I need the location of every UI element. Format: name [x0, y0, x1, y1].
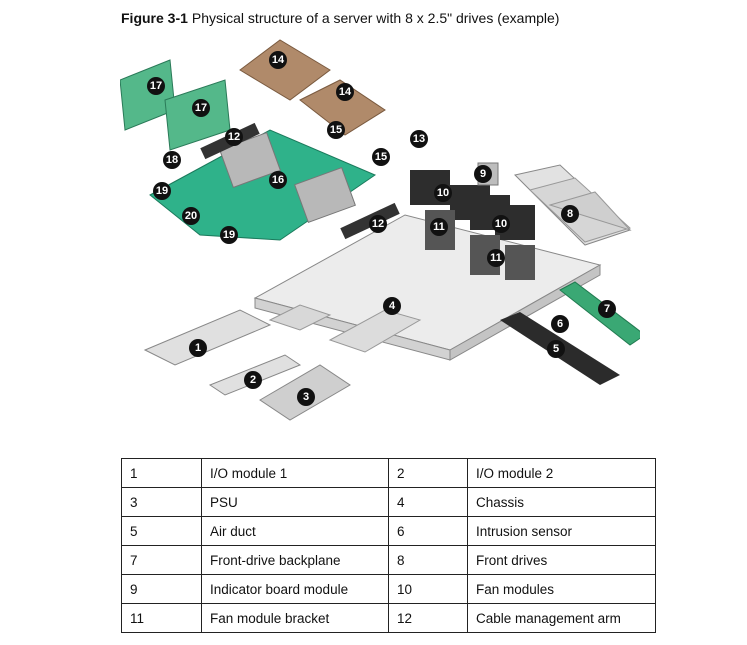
legend-component: Cable management arm	[467, 603, 656, 633]
callout-14a: 14	[269, 51, 287, 69]
callout-11a: 11	[430, 218, 448, 236]
svg-text:2: 2	[250, 374, 256, 386]
callout-16: 16	[269, 171, 287, 189]
callout-2: 2	[244, 371, 262, 389]
svg-text:12: 12	[372, 218, 384, 230]
dimm-illustration	[120, 59, 231, 151]
callout-15a: 15	[327, 121, 345, 139]
svg-text:14: 14	[339, 86, 352, 98]
legend-number: 7	[121, 545, 202, 575]
svg-text:17: 17	[195, 102, 207, 114]
figure-label: Figure 3-1	[121, 10, 188, 26]
legend-number: 4	[388, 487, 468, 517]
svg-text:11: 11	[490, 252, 502, 264]
legend-component: Indicator board module	[201, 574, 389, 604]
callout-17b: 17	[192, 99, 210, 117]
svg-text:7: 7	[604, 303, 610, 315]
legend-component: Fan module bracket	[201, 603, 389, 633]
legend-number: 1	[121, 458, 202, 488]
legend-component: Front-drive backplane	[201, 545, 389, 575]
callout-9: 9	[474, 165, 492, 183]
legend-number: 9	[121, 574, 202, 604]
legend-component: Intrusion sensor	[467, 516, 656, 546]
svg-text:13: 13	[413, 133, 425, 145]
table-row: 11 Fan module bracket 12 Cable managemen…	[121, 603, 656, 633]
svg-text:19: 19	[223, 229, 235, 241]
component-legend-table: 1 I/O module 1 2 I/O module 2 3 PSU 4 Ch…	[121, 458, 656, 633]
callout-19b: 19	[220, 226, 238, 244]
legend-number: 12	[388, 603, 468, 633]
legend-component: Chassis	[467, 487, 656, 517]
svg-text:10: 10	[437, 187, 449, 199]
legend-component: Air duct	[201, 516, 389, 546]
fan-modules-illustration	[410, 170, 535, 280]
svg-text:1: 1	[195, 342, 201, 354]
callout-10a: 10	[434, 184, 452, 202]
callout-8: 8	[561, 205, 579, 223]
table-row: 9 Indicator board module 10 Fan modules	[121, 574, 656, 604]
callout-17a: 17	[147, 77, 165, 95]
callout-19a: 19	[153, 182, 171, 200]
legend-component: PSU	[201, 487, 389, 517]
mainboard-illustration	[149, 129, 377, 241]
svg-text:8: 8	[567, 208, 573, 220]
legend-number: 10	[388, 574, 468, 604]
svg-text:9: 9	[480, 168, 486, 180]
legend-component: Front drives	[467, 545, 656, 575]
legend-number: 8	[388, 545, 468, 575]
callout-3: 3	[297, 388, 315, 406]
heatsink-illustration	[239, 39, 386, 136]
figure-title: Physical structure of a server with 8 x …	[191, 10, 560, 26]
callout-1: 1	[189, 339, 207, 357]
svg-text:14: 14	[272, 54, 285, 66]
callout-4: 4	[383, 297, 401, 315]
callout-12b: 12	[369, 215, 387, 233]
svg-text:16: 16	[272, 174, 284, 186]
svg-text:17: 17	[150, 80, 162, 92]
callout-12a: 12	[225, 128, 243, 146]
legend-component: I/O module 1	[201, 458, 389, 488]
svg-text:5: 5	[553, 343, 559, 355]
legend-component: Fan modules	[467, 574, 656, 604]
svg-text:6: 6	[557, 318, 563, 330]
table-row: 7 Front-drive backplane 8 Front drives	[121, 545, 656, 575]
svg-text:10: 10	[495, 218, 507, 230]
table-row: 1 I/O module 1 2 I/O module 2	[121, 458, 656, 488]
svg-text:15: 15	[330, 124, 342, 136]
svg-text:20: 20	[185, 210, 197, 222]
callout-7: 7	[598, 300, 616, 318]
table-row: 5 Air duct 6 Intrusion sensor	[121, 516, 656, 546]
front-drives-illustration	[514, 164, 632, 246]
svg-text:19: 19	[156, 185, 168, 197]
legend-number: 6	[388, 516, 468, 546]
legend-number: 2	[388, 458, 468, 488]
legend-number: 11	[121, 603, 202, 633]
svg-text:15: 15	[375, 151, 387, 163]
callout-20: 20	[182, 207, 200, 225]
callout-11b: 11	[487, 249, 505, 267]
callout-14b: 14	[336, 83, 354, 101]
svg-text:12: 12	[228, 131, 240, 143]
legend-number: 3	[121, 487, 202, 517]
callout-15b: 15	[372, 148, 390, 166]
callout-18: 18	[163, 151, 181, 169]
callout-6: 6	[551, 315, 569, 333]
svg-text:11: 11	[433, 221, 445, 233]
callout-5: 5	[547, 340, 565, 358]
svg-text:4: 4	[389, 300, 396, 312]
legend-component: I/O module 2	[467, 458, 656, 488]
callout-13: 13	[410, 130, 428, 148]
callout-10b: 10	[492, 215, 510, 233]
svg-text:18: 18	[166, 154, 178, 166]
legend-number: 5	[121, 516, 202, 546]
table-row: 3 PSU 4 Chassis	[121, 487, 656, 517]
svg-text:3: 3	[303, 391, 309, 403]
server-exploded-diagram: 1 2 3 4 5 6 7 8 9 10 10 11 11 12 12 13 1…	[120, 30, 640, 450]
